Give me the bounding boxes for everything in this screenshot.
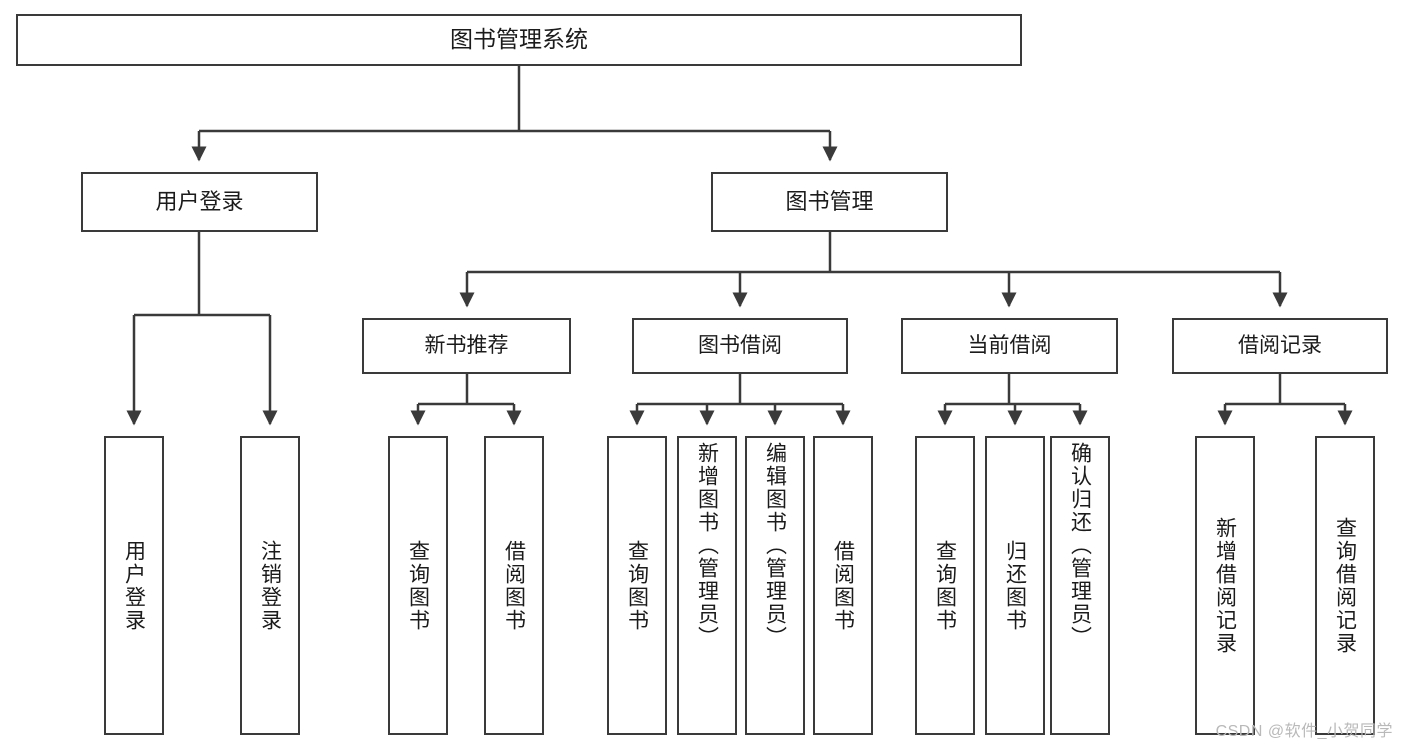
node-book-management[interactable]: 图书管理 xyxy=(711,172,948,232)
leaf-confirm-return-admin[interactable]: 确认归还（管理员） xyxy=(1050,436,1110,735)
node-user-login[interactable]: 用户登录 xyxy=(81,172,318,232)
node-label: 借阅图书 xyxy=(831,539,855,632)
watermark: CSDN @软件_小贺同学 xyxy=(1215,723,1393,740)
leaf-borrow-book-rec[interactable]: 借阅图书 xyxy=(484,436,544,735)
leaf-return-book[interactable]: 归还图书 xyxy=(985,436,1045,735)
leaf-edit-book-admin[interactable]: 编辑图书（管理员） xyxy=(745,436,805,735)
leaf-user-login[interactable]: 用户登录 xyxy=(104,436,164,735)
node-label: 用户登录 xyxy=(155,189,244,215)
node-label: 新书推荐 xyxy=(424,333,509,357)
node-label: 借阅图书 xyxy=(502,539,526,632)
node-label: 查询图书 xyxy=(625,539,649,632)
node-label: 新增借阅记录 xyxy=(1213,516,1237,655)
node-label: 图书管理 xyxy=(785,189,874,215)
node-current-borrowing[interactable]: 当前借阅 xyxy=(901,318,1118,374)
leaf-borrow-book[interactable]: 借阅图书 xyxy=(813,436,873,735)
node-label: 查询图书 xyxy=(406,539,430,632)
node-label: 查询图书 xyxy=(933,539,957,632)
node-label: 编辑图书（管理员） xyxy=(763,442,787,649)
node-label: 查询借阅记录 xyxy=(1333,516,1357,655)
node-label: 图书借阅 xyxy=(698,333,782,357)
leaf-query-book-current[interactable]: 查询图书 xyxy=(915,436,975,735)
node-label: 确认归还（管理员） xyxy=(1068,442,1092,649)
leaf-query-borrow-record[interactable]: 查询借阅记录 xyxy=(1315,436,1375,735)
node-new-book-recommendation[interactable]: 新书推荐 xyxy=(362,318,571,374)
node-label: 新增图书（管理员） xyxy=(695,442,719,649)
leaf-query-book-borrow[interactable]: 查询图书 xyxy=(607,436,667,735)
node-label: 用户登录 xyxy=(122,539,146,632)
node-label: 借阅记录 xyxy=(1238,333,1322,357)
node-book-borrowing[interactable]: 图书借阅 xyxy=(632,318,848,374)
leaf-add-book-admin[interactable]: 新增图书（管理员） xyxy=(677,436,737,735)
node-label: 注销登录 xyxy=(258,539,282,632)
leaf-query-book-rec[interactable]: 查询图书 xyxy=(388,436,448,735)
node-label: 归还图书 xyxy=(1003,539,1027,632)
node-label: 图书管理系统 xyxy=(450,26,588,53)
leaf-add-borrow-record[interactable]: 新增借阅记录 xyxy=(1195,436,1255,735)
node-borrowing-record[interactable]: 借阅记录 xyxy=(1172,318,1388,374)
leaf-logout[interactable]: 注销登录 xyxy=(240,436,300,735)
node-label: 当前借阅 xyxy=(967,333,1052,357)
node-book-management-system[interactable]: 图书管理系统 xyxy=(16,14,1022,66)
